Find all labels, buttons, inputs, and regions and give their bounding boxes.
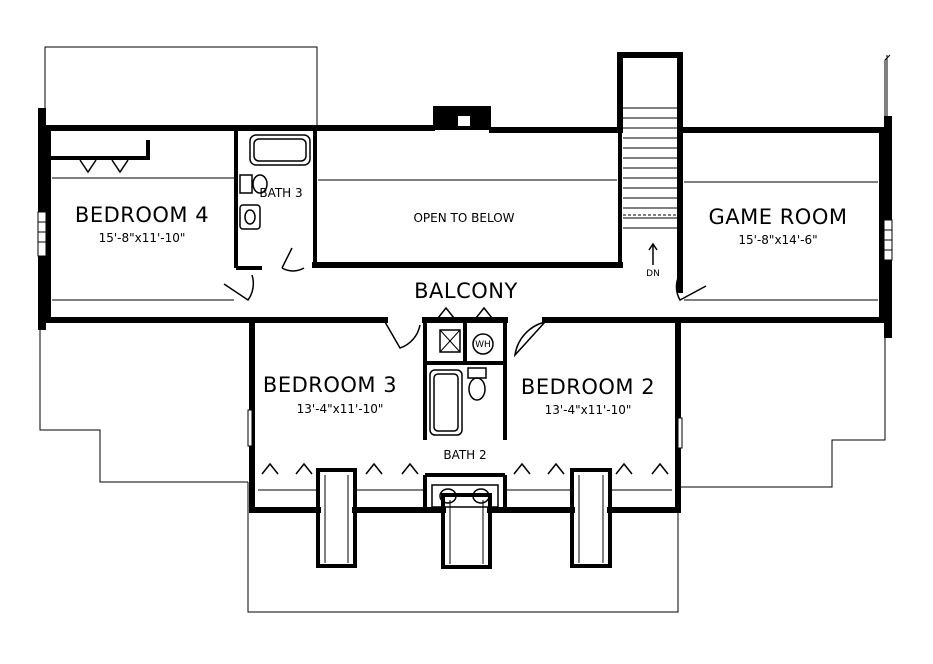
windows	[37, 108, 893, 449]
door-swings	[223, 247, 707, 358]
bedroom3-dims: 13'-4"x11'-10"	[297, 402, 384, 416]
game-room-dims: 15'-8"x14'-6"	[738, 233, 817, 247]
balcony-label: BALCONY	[414, 279, 518, 303]
open-to-below-label: OPEN TO BELOW	[413, 211, 514, 225]
bedroom3-name: BEDROOM 3	[263, 373, 397, 397]
stair-shaft	[617, 52, 683, 293]
bath2-fixtures	[429, 329, 499, 508]
slope-lines	[52, 177, 878, 301]
bath2-name: BATH 2	[443, 448, 486, 462]
room-labels: BEDROOM 4 15'-8"x11'-10" BATH 3 OPEN TO …	[75, 186, 848, 462]
walls	[45, 125, 885, 513]
stair-direction-label: DN	[646, 269, 660, 279]
game-room-name: GAME ROOM	[709, 205, 848, 229]
bedroom4-dims: 15'-8"x11'-10"	[99, 231, 186, 245]
bedroom4-name: BEDROOM 4	[75, 203, 209, 227]
closet-doors	[79, 159, 669, 475]
bath3-name: BATH 3	[259, 186, 302, 200]
bedroom2-name: BEDROOM 2	[521, 375, 655, 399]
bedroom2-dims: 13'-4"x11'-10"	[545, 403, 632, 417]
dormers	[258, 468, 672, 569]
chimney	[433, 106, 491, 130]
bath3-fixtures	[239, 134, 311, 230]
water-heater-label: WH	[475, 340, 491, 350]
